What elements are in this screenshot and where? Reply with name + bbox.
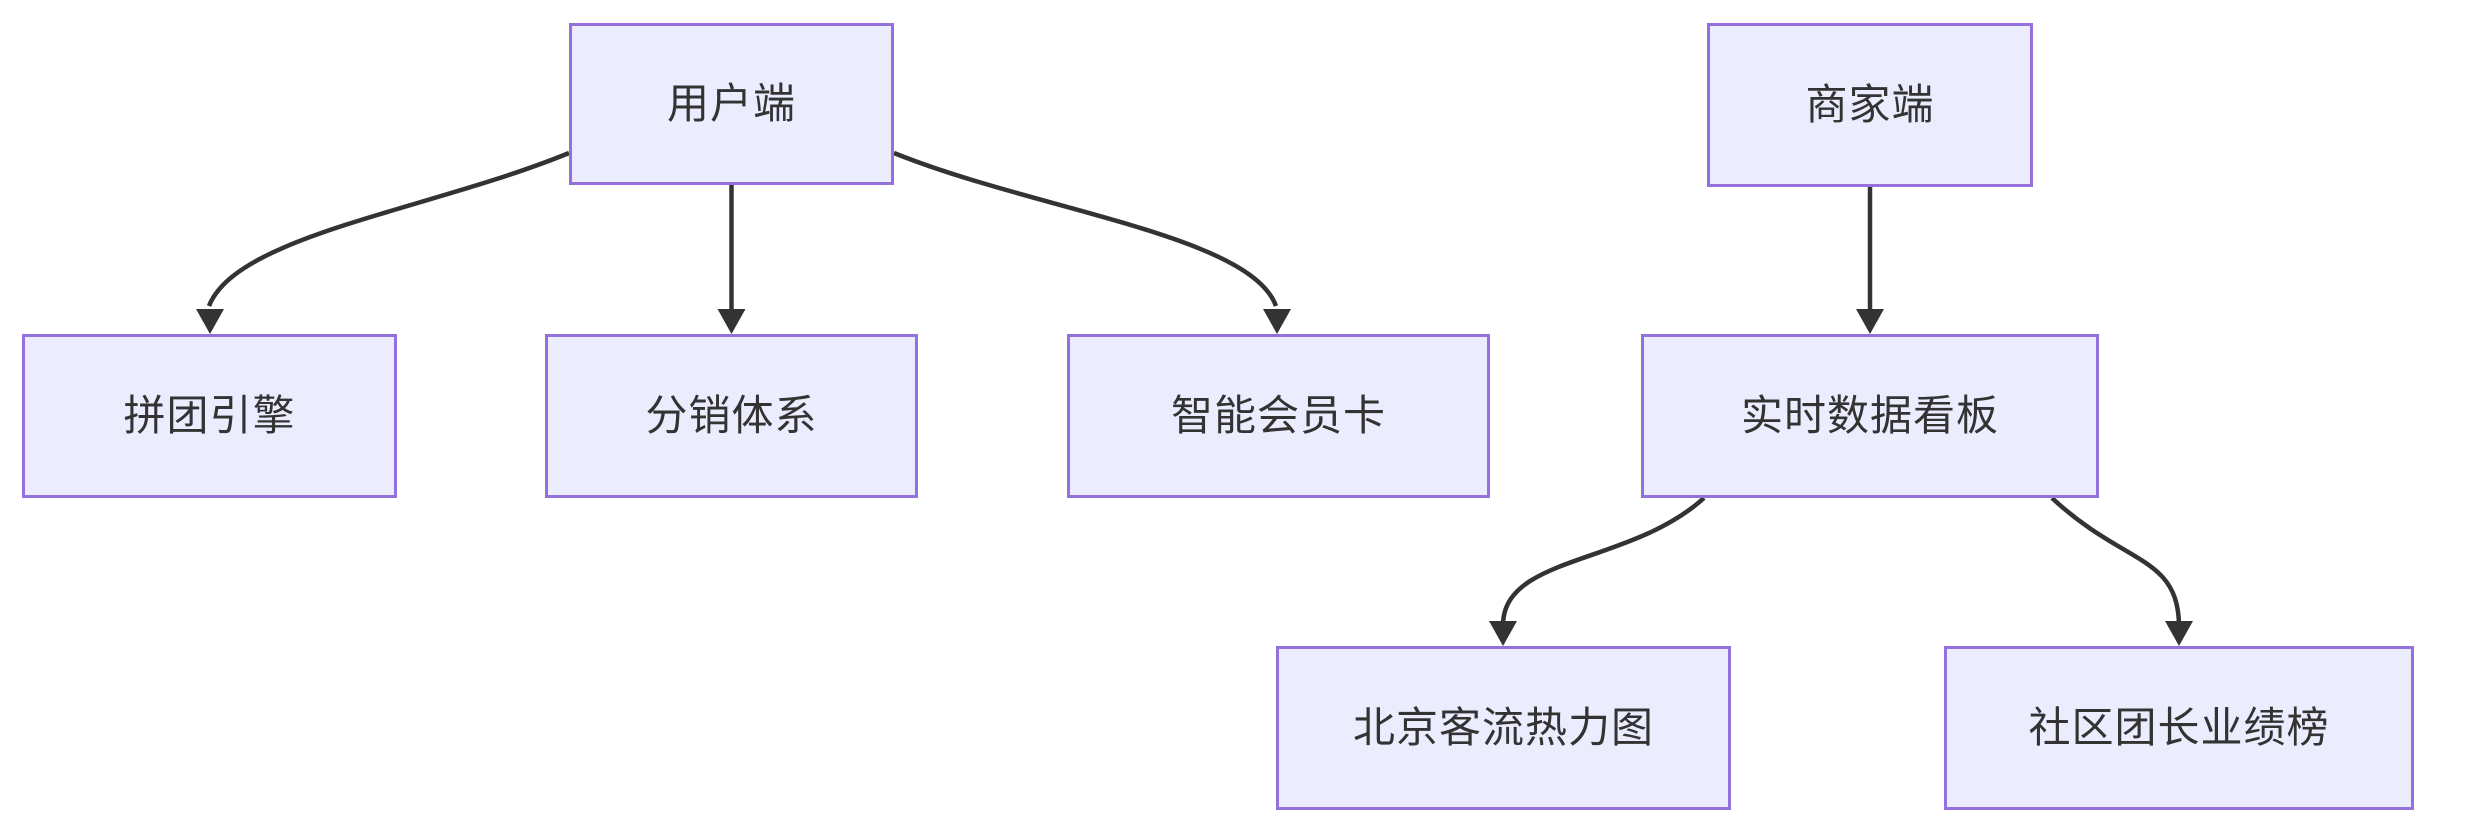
- node-label-smart-member-card: 智能会员卡: [1170, 392, 1386, 439]
- node-smart-member-card: 智能会员卡: [1067, 334, 1490, 498]
- node-leader-board: 社区团长业绩榜: [1944, 646, 2414, 810]
- node-label-leader-board: 社区团长业绩榜: [2028, 704, 2330, 751]
- edge-realtime-dashboard-to-beijing-heatmap: [1500, 496, 1706, 625]
- node-label-group-buy-engine: 拼团引擎: [123, 392, 296, 439]
- node-distribution-system: 分销体系: [545, 334, 918, 498]
- arrowhead-icon: [717, 309, 746, 334]
- node-beijing-heatmap: 北京客流热力图: [1276, 646, 1731, 810]
- arrowhead-icon: [2165, 621, 2193, 646]
- node-label-beijing-heatmap: 北京客流热力图: [1352, 704, 1654, 751]
- arrowhead-icon: [1856, 309, 1884, 334]
- edge-user-side-to-group-buy-engine: [206, 150, 570, 307]
- edge-realtime-dashboard-to-leader-board: [2050, 496, 2182, 625]
- node-label-realtime-dashboard: 实时数据看板: [1740, 392, 1999, 439]
- node-merchant-side: 商家端: [1707, 23, 2033, 187]
- node-label-user-side: 用户端: [666, 80, 796, 127]
- node-label-merchant-side: 商家端: [1805, 81, 1935, 128]
- node-label-distribution-system: 分销体系: [645, 392, 818, 439]
- arrowhead-icon: [196, 309, 224, 334]
- node-group-buy-engine: 拼团引擎: [22, 334, 397, 498]
- edge-user-side-to-smart-member-card: [893, 150, 1279, 307]
- node-user-side: 用户端: [569, 23, 894, 185]
- node-realtime-dashboard: 实时数据看板: [1641, 334, 2099, 498]
- arrowhead-icon: [1489, 621, 1517, 646]
- arrowhead-icon: [1263, 309, 1291, 334]
